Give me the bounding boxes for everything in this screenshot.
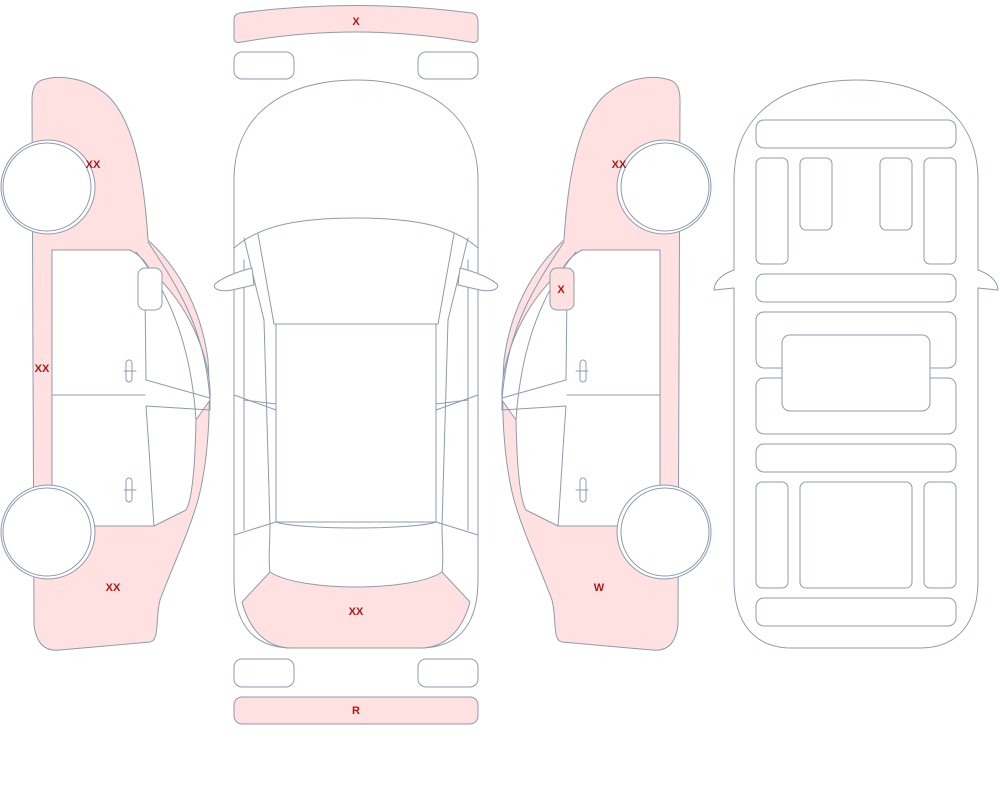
left-taillight[interactable]: [233, 658, 295, 688]
right-inner-mount[interactable]: [879, 157, 913, 231]
underside-view: [713, 79, 999, 649]
spare-tire-well[interactable]: [799, 481, 913, 589]
left-side-view: [0, 77, 211, 651]
top-left-mirror[interactable]: [213, 267, 255, 292]
top-body-outline: [233, 79, 479, 649]
hood-rear-panel[interactable]: [241, 571, 471, 649]
left-front-wheel-rim: [2, 142, 92, 232]
right-side-view: [501, 77, 712, 651]
left-mirror[interactable]: [137, 267, 163, 311]
rear-bumper[interactable]: [233, 696, 479, 725]
left-rear-rail[interactable]: [755, 481, 789, 589]
left-front-rail[interactable]: [755, 157, 789, 265]
left-headlight[interactable]: [233, 51, 295, 80]
firewall-crossmember[interactable]: [755, 273, 957, 303]
rear-crossmember[interactable]: [755, 443, 957, 473]
rear-tail-panel[interactable]: [755, 597, 957, 627]
right-mirror[interactable]: [549, 267, 575, 311]
left-rear-wheel-rim: [2, 487, 92, 577]
left-inner-mount[interactable]: [799, 157, 833, 231]
right-headlight[interactable]: [417, 51, 479, 80]
right-rear-wheel-rim: [620, 487, 710, 577]
top-right-mirror[interactable]: [457, 267, 499, 292]
right-front-wheel-rim: [620, 142, 710, 232]
code-rear-bumper: R: [352, 705, 360, 717]
front-crossmember[interactable]: [755, 119, 957, 149]
code-hood: XX: [349, 606, 364, 618]
front-bumper[interactable]: [233, 5, 479, 43]
damage-code-labels: X R XX XX XX XX XX X W: [35, 16, 627, 717]
code-right-front-fender: XX: [612, 159, 627, 171]
right-taillight[interactable]: [417, 658, 479, 688]
code-right-mirror: X: [557, 284, 565, 296]
code-left-rocker: XX: [35, 363, 50, 375]
code-left-front-fender: XX: [86, 159, 101, 171]
right-cabin-area: [501, 249, 661, 527]
code-left-rear-quarter: XX: [106, 582, 121, 594]
left-cabin-area: [51, 249, 211, 527]
right-rear-rail[interactable]: [923, 481, 957, 589]
code-front-bumper: X: [352, 16, 360, 28]
right-front-rail[interactable]: [923, 157, 957, 265]
code-right-rear-quarter: W: [594, 582, 605, 594]
center-tunnel[interactable]: [781, 334, 931, 412]
top-view: [213, 5, 499, 725]
